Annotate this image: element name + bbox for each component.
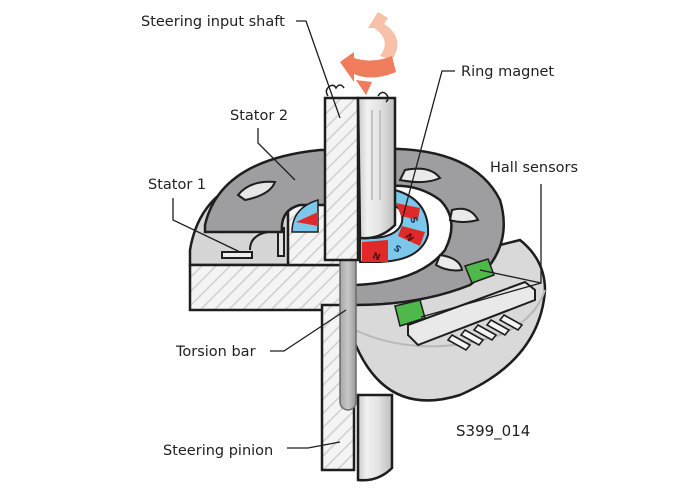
leader-lines (172, 20, 542, 449)
leader-steering-input-shaft (296, 20, 341, 119)
connector-pins (446, 313, 524, 352)
label-stator-2: Stator 2 (230, 108, 288, 124)
magnet-pole-north (398, 226, 425, 246)
leader-ring-magnet (401, 70, 455, 221)
labels: Steering input shaft Ring magnet Stator … (141, 14, 578, 459)
leader-torsion-bar (270, 309, 347, 352)
rotation-arrow-icon (340, 12, 398, 95)
magnet-pole-label: S (407, 216, 419, 226)
ring-magnet-left-section (291, 198, 319, 233)
label-stator-1: Stator 1 (148, 177, 206, 193)
figure-reference-code: S399_014 (456, 422, 530, 441)
stator-2 (203, 148, 342, 234)
connector (407, 280, 536, 352)
label-steering-input-shaft: Steering input shaft (141, 14, 285, 30)
label-ring-magnet: Ring magnet (461, 64, 554, 80)
steering-input-shaft (323, 84, 397, 262)
label-hall-sensors: Hall sensors (490, 160, 578, 176)
magnet-pole-north (396, 203, 420, 220)
leader-stator-2 (257, 128, 296, 181)
label-steering-pinion: Steering pinion (163, 443, 273, 459)
ring-magnet: S N S N (359, 188, 430, 263)
magnet-pole-label: N (403, 232, 416, 244)
magnet-pole-north (362, 240, 388, 262)
leader-stator-1 (172, 198, 241, 253)
magnet-pole-label: N (371, 251, 382, 263)
leader-steering-pinion (287, 441, 341, 449)
hall-sensor (463, 258, 495, 284)
magnet-pole-label: S (391, 244, 402, 256)
label-torsion-bar: Torsion bar (175, 344, 256, 360)
stator-1 (221, 227, 285, 259)
